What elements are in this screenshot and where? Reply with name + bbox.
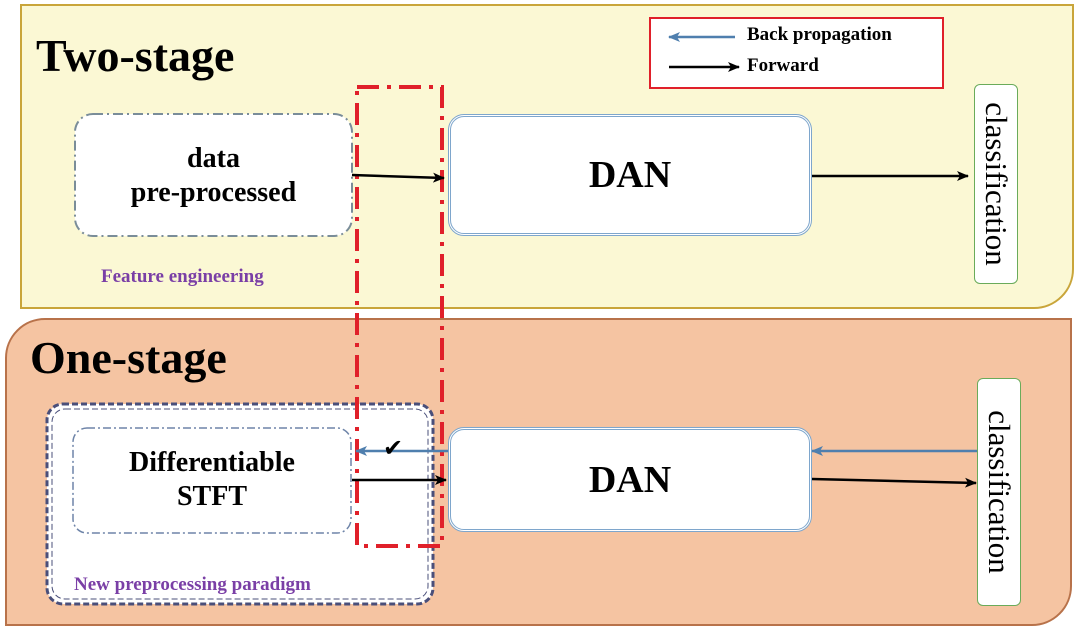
one-stage-classification-box: classification <box>977 378 1021 606</box>
stft-line-2: STFT <box>176 481 248 512</box>
interface-highlight-frame <box>355 85 444 548</box>
top-forward-arrow-1 <box>351 172 445 183</box>
legend-backprop-label: Back propagation <box>747 24 892 45</box>
two-stage-title: Two-stage <box>36 30 235 81</box>
two-stage-dan-label: DAN <box>588 154 672 196</box>
two-stage-preprocess-label: data pre-processed <box>75 142 352 210</box>
stft-line-1: Differentiable <box>129 447 295 478</box>
preprocess-line-2: pre-processed <box>130 177 297 208</box>
two-stage-classification-label: classification <box>979 102 1014 266</box>
preprocess-line-1: data <box>187 143 240 174</box>
one-stage-classification-label: classification <box>982 410 1017 574</box>
two-stage-classification-box: classification <box>974 84 1018 284</box>
one-stage-title: One-stage <box>30 332 227 383</box>
paradigm-label: New preprocessing paradigm <box>74 574 311 595</box>
one-stage-dan-label: DAN <box>588 458 672 501</box>
one-stage-dan-box: DAN <box>448 427 812 532</box>
feature-engineering-label: Feature engineering <box>101 266 264 287</box>
legend-arrows <box>668 32 740 72</box>
legend-box: Back propagation Forward <box>649 17 944 89</box>
two-stage-dan-box: DAN <box>448 114 812 236</box>
stft-box <box>72 427 352 534</box>
two-stage-preprocess-box <box>74 113 353 237</box>
stft-label: Differentiable STFT <box>73 446 351 514</box>
check-icon: ✔ <box>383 434 404 462</box>
bottom-forward-arrow-2 <box>811 477 977 488</box>
legend-forward-label: Forward <box>747 55 819 76</box>
